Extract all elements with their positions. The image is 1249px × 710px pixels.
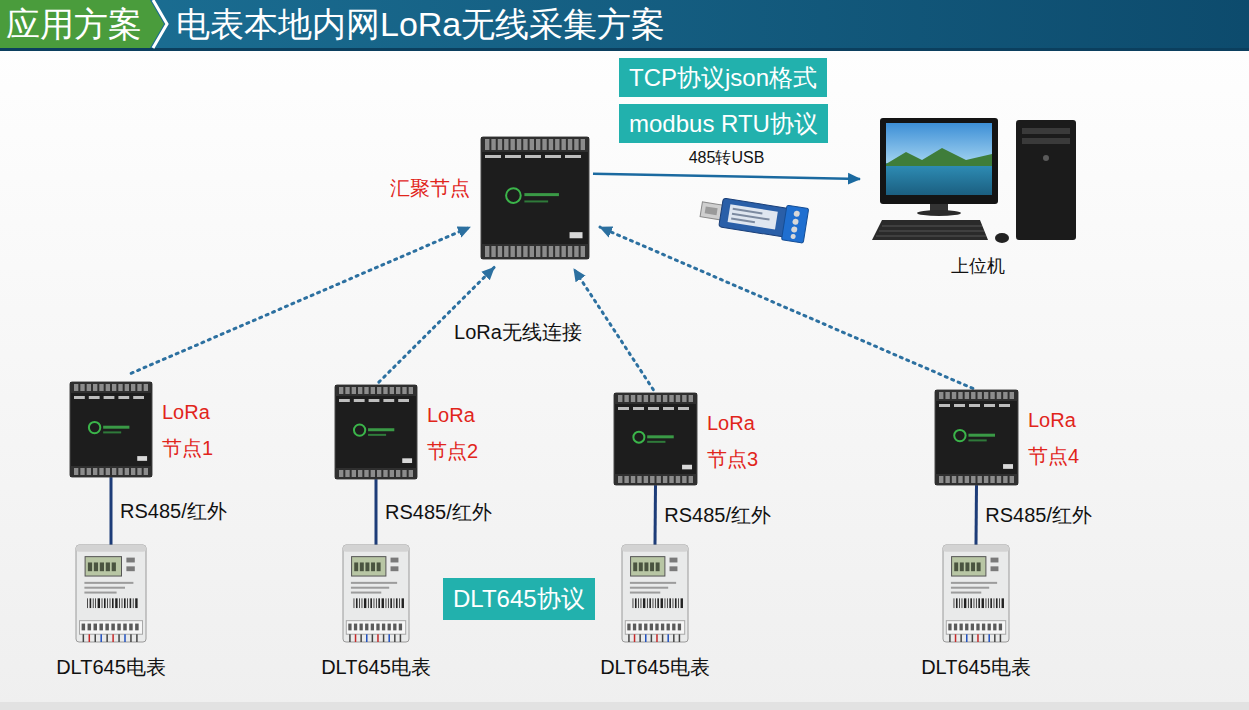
connector-label: RS485/红外 bbox=[385, 499, 492, 526]
node-caption: DLT645电表 bbox=[321, 654, 431, 681]
node-text: modbus RTU协议 bbox=[629, 104, 818, 143]
connector-label: RS485/红外 bbox=[985, 502, 1092, 529]
section-tab: 应用方案 bbox=[6, 4, 142, 44]
title-band bbox=[0, 0, 1249, 48]
protocol-tag: modbus RTU协议 bbox=[619, 104, 828, 143]
node-text: LoRa 节点1 bbox=[162, 394, 226, 466]
node-text: LoRa 节点4 bbox=[1028, 402, 1092, 474]
title-rule bbox=[0, 48, 1249, 51]
title: 电表本地内网LoRa无线采集方案 bbox=[176, 4, 665, 44]
connector bbox=[975, 485, 979, 545]
meter-picture bbox=[76, 545, 146, 642]
node-text: DLT645电表 bbox=[321, 654, 431, 681]
lora-module: LoRa 节点4 bbox=[935, 390, 1018, 485]
energy-meter: DLT645电表 bbox=[622, 545, 688, 642]
connector-label: RS485/红外 bbox=[664, 502, 771, 529]
dev-picture bbox=[481, 137, 589, 259]
lora-module: LoRa 节点2 bbox=[335, 385, 417, 479]
energy-meter: DLT645电表 bbox=[343, 545, 409, 642]
connector bbox=[600, 227, 973, 388]
lora-module: LoRa 节点3 bbox=[614, 393, 697, 485]
node-text: LoRa 节点3 bbox=[707, 405, 771, 477]
protocol-tag: DLT645协议 bbox=[443, 578, 595, 620]
meter-picture bbox=[943, 545, 1009, 642]
dev-picture bbox=[70, 382, 152, 477]
node-caption: 汇聚节点 bbox=[390, 175, 470, 202]
node-text: TCP协议json格式 bbox=[629, 58, 817, 97]
node-caption: DLT645电表 bbox=[56, 654, 166, 681]
connector bbox=[654, 485, 658, 545]
node-caption: 上位机 bbox=[951, 254, 1005, 278]
node-text: DLT645电表 bbox=[56, 654, 166, 681]
connector bbox=[379, 267, 494, 382]
node-text: 汇聚节点 bbox=[390, 175, 470, 202]
node-text: 上位机 bbox=[951, 254, 1005, 278]
connector bbox=[131, 227, 470, 373]
lora-module: LoRa 节点1 bbox=[70, 382, 152, 477]
dev-picture bbox=[935, 390, 1018, 485]
usb-converter bbox=[699, 192, 809, 243]
connector bbox=[375, 479, 378, 545]
node-text: DLT645协议 bbox=[453, 578, 585, 620]
node-text: LoRa 节点2 bbox=[427, 397, 491, 469]
node-caption: LoRa 节点3 bbox=[707, 405, 771, 477]
node-text: DLT645电表 bbox=[600, 654, 710, 681]
connector bbox=[110, 477, 113, 545]
connector-label: RS485/红外 bbox=[120, 498, 227, 525]
meter-picture bbox=[622, 545, 688, 642]
protocol-tag: TCP协议json格式 bbox=[619, 58, 827, 97]
link-label: LoRa无线连接 bbox=[454, 319, 582, 345]
node-caption: DLT645电表 bbox=[600, 654, 710, 681]
node-caption: LoRa 节点2 bbox=[427, 397, 491, 469]
node-text: DLT645电表 bbox=[921, 654, 1031, 681]
connector bbox=[574, 269, 653, 390]
dev-picture bbox=[335, 385, 417, 479]
pc-picture bbox=[870, 118, 1085, 248]
energy-meter: DLT645电表 bbox=[76, 545, 146, 642]
connector bbox=[593, 174, 860, 179]
bottom-strip bbox=[0, 702, 1249, 710]
energy-meter: DLT645电表 bbox=[943, 545, 1009, 642]
section-tab-shape bbox=[0, 0, 164, 48]
node-caption: LoRa 节点1 bbox=[162, 394, 226, 466]
connector-label: 485转USB bbox=[689, 148, 765, 169]
node-caption: DLT645电表 bbox=[921, 654, 1031, 681]
dev-picture bbox=[614, 393, 697, 485]
lora-module: 汇聚节点 bbox=[481, 137, 589, 259]
tab-chevron bbox=[153, 0, 167, 48]
meter-picture bbox=[343, 545, 409, 642]
host-computer: 上位机 bbox=[870, 118, 1085, 248]
node-caption: LoRa 节点4 bbox=[1028, 402, 1092, 474]
